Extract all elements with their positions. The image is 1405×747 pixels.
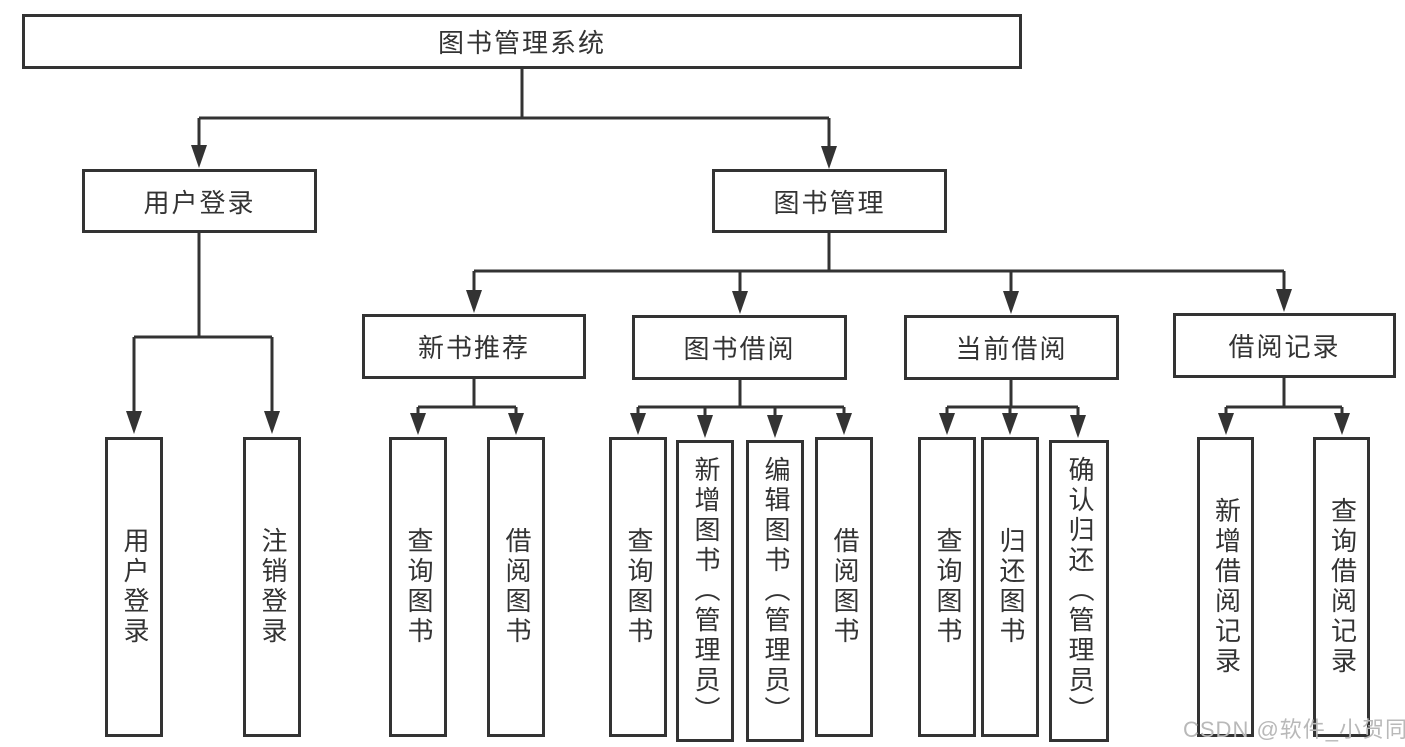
leaf-logout: 注销登录 [243,437,301,737]
node-borrow-record-label: 借阅记录 [1228,332,1341,362]
leaf-edit-book-label: 编辑图书（管理员） [760,456,791,726]
node-book-mgmt: 图书管理 [712,169,947,233]
leaf-borrow-book-1: 借阅图书 [487,437,545,737]
leaf-add-record-label: 新增借阅记录 [1211,497,1242,677]
arrowheads [126,145,1350,438]
arrow-leaf-query3 [939,413,955,435]
leaf-user-login-label: 用户登录 [119,527,150,647]
node-book-borrow: 图书借阅 [632,315,847,380]
leaf-logout-label: 注销登录 [257,527,288,647]
leaf-query-book-2: 查询图书 [609,437,667,737]
node-root-label: 图书管理系统 [437,28,606,58]
leaf-edit-book: 编辑图书（管理员） [746,440,804,742]
arrow-leaf-query-record [1334,413,1350,435]
arrow-leaf-user-login [126,411,142,434]
leaf-add-record: 新增借阅记录 [1197,437,1254,737]
node-borrow-record: 借阅记录 [1173,313,1396,378]
leaf-query-book-2-label: 查询图书 [623,527,654,647]
arrow-leaf-query1 [410,413,426,435]
leaf-borrow-book-1-label: 借阅图书 [501,527,532,647]
leaf-borrow-book-2-label: 借阅图书 [829,527,860,647]
node-root: 图书管理系统 [22,14,1022,69]
node-user-login: 用户登录 [82,169,317,233]
arrow-leaf-confirm [1070,415,1086,438]
arrow-leaf-borrow2 [836,413,852,435]
arrow-leaf-query2 [630,413,646,435]
csdn-watermark: CSDN @软件_小贺同学 [1183,717,1405,742]
arrow-borrow-record [1276,289,1292,312]
node-new-book-rec-label: 新书推荐 [417,333,530,363]
arrow-leaf-add-book [697,415,713,438]
arrow-book-borrow [732,291,748,314]
leaf-query-book-1: 查询图书 [389,437,447,737]
node-book-borrow-label: 图书借阅 [683,334,796,364]
leaf-query-book-3: 查询图书 [918,437,976,737]
arrow-book-mgmt [821,146,837,169]
leaf-return-book: 归还图书 [981,437,1039,737]
arrow-leaf-return [1002,413,1018,435]
node-new-book-rec: 新书推荐 [362,314,586,379]
arrow-new-book-rec [466,290,482,313]
leaf-return-book-label: 归还图书 [995,527,1026,647]
leaf-confirm-return-label: 确认归还（管理员） [1064,456,1095,726]
leaf-query-book-1-label: 查询图书 [403,527,434,647]
node-book-mgmt-label: 图书管理 [773,187,886,218]
leaf-confirm-return: 确认归还（管理员） [1049,440,1109,742]
leaf-query-record: 查询借阅记录 [1313,437,1370,737]
arrow-leaf-add-record [1218,413,1234,435]
node-current-borrow: 当前借阅 [904,315,1119,380]
arrow-current-borrow [1003,291,1019,314]
arrow-leaf-borrow1 [508,413,524,435]
leaf-add-book-label: 新增图书（管理员） [690,456,721,726]
node-current-borrow-label: 当前借阅 [955,334,1068,364]
node-user-login-label: 用户登录 [143,187,256,218]
leaf-borrow-book-2: 借阅图书 [815,437,873,737]
arrow-leaf-edit-book [767,415,783,438]
leaf-user-login: 用户登录 [105,437,163,737]
leaf-add-book: 新增图书（管理员） [676,440,734,742]
leaf-query-record-label: 查询借阅记录 [1327,497,1358,677]
leaf-query-book-3-label: 查询图书 [932,527,963,647]
arrow-user-login [191,145,207,168]
arrow-leaf-logout [264,411,280,434]
